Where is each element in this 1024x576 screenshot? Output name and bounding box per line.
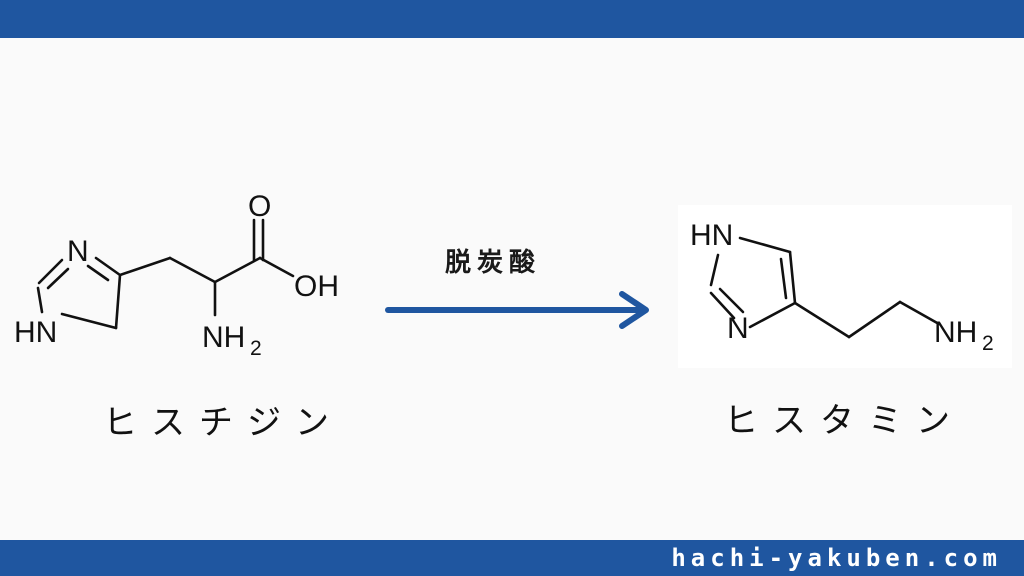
atom-amine-subscript: 2 <box>982 332 994 355</box>
arrow-head <box>619 291 649 329</box>
top-banner <box>0 0 1024 38</box>
bond <box>46 267 70 290</box>
bond <box>60 312 118 330</box>
reactant-name: ヒスチジン <box>103 403 343 443</box>
bond <box>213 256 262 284</box>
bond <box>86 264 110 282</box>
atom-hydroxyl: OH <box>294 270 339 303</box>
histamine-structure: HN N NH 2 <box>690 219 994 355</box>
histidine-structure: N HN O OH NH 2 <box>14 190 339 360</box>
bond <box>37 258 64 285</box>
bond <box>718 287 745 314</box>
bond <box>748 301 797 329</box>
atom-amine: NH <box>202 321 245 354</box>
bond <box>793 301 851 339</box>
product-name: ヒスタミン <box>724 401 964 441</box>
bond <box>738 236 792 254</box>
site-url: hachi-yakuben.com <box>671 544 1002 572</box>
atom-hn-ring: HN <box>690 219 733 252</box>
atom-n-ring-bottom: N <box>727 312 749 345</box>
reaction-arrow <box>385 291 649 329</box>
atom-hn-ring: HN <box>14 316 57 349</box>
bond <box>709 253 720 287</box>
atom-amine-subscript: 2 <box>250 337 262 360</box>
footer-banner: hachi-yakuben.com <box>0 540 1024 576</box>
bond <box>168 256 217 284</box>
bond <box>36 286 44 314</box>
bond <box>258 256 295 278</box>
bond <box>898 300 941 326</box>
atom-amine: NH <box>934 316 977 349</box>
atom-carbonyl-oxygen: O <box>248 190 271 223</box>
bond <box>709 291 736 320</box>
bond <box>118 256 172 277</box>
bond <box>847 300 902 339</box>
bond <box>788 250 797 305</box>
atom-n-ring-top: N <box>67 235 89 268</box>
bond <box>779 257 788 300</box>
bond <box>114 273 122 330</box>
reaction-label: 脱炭酸 <box>445 248 542 278</box>
histamine-panel <box>678 205 1012 368</box>
bond <box>94 256 122 277</box>
